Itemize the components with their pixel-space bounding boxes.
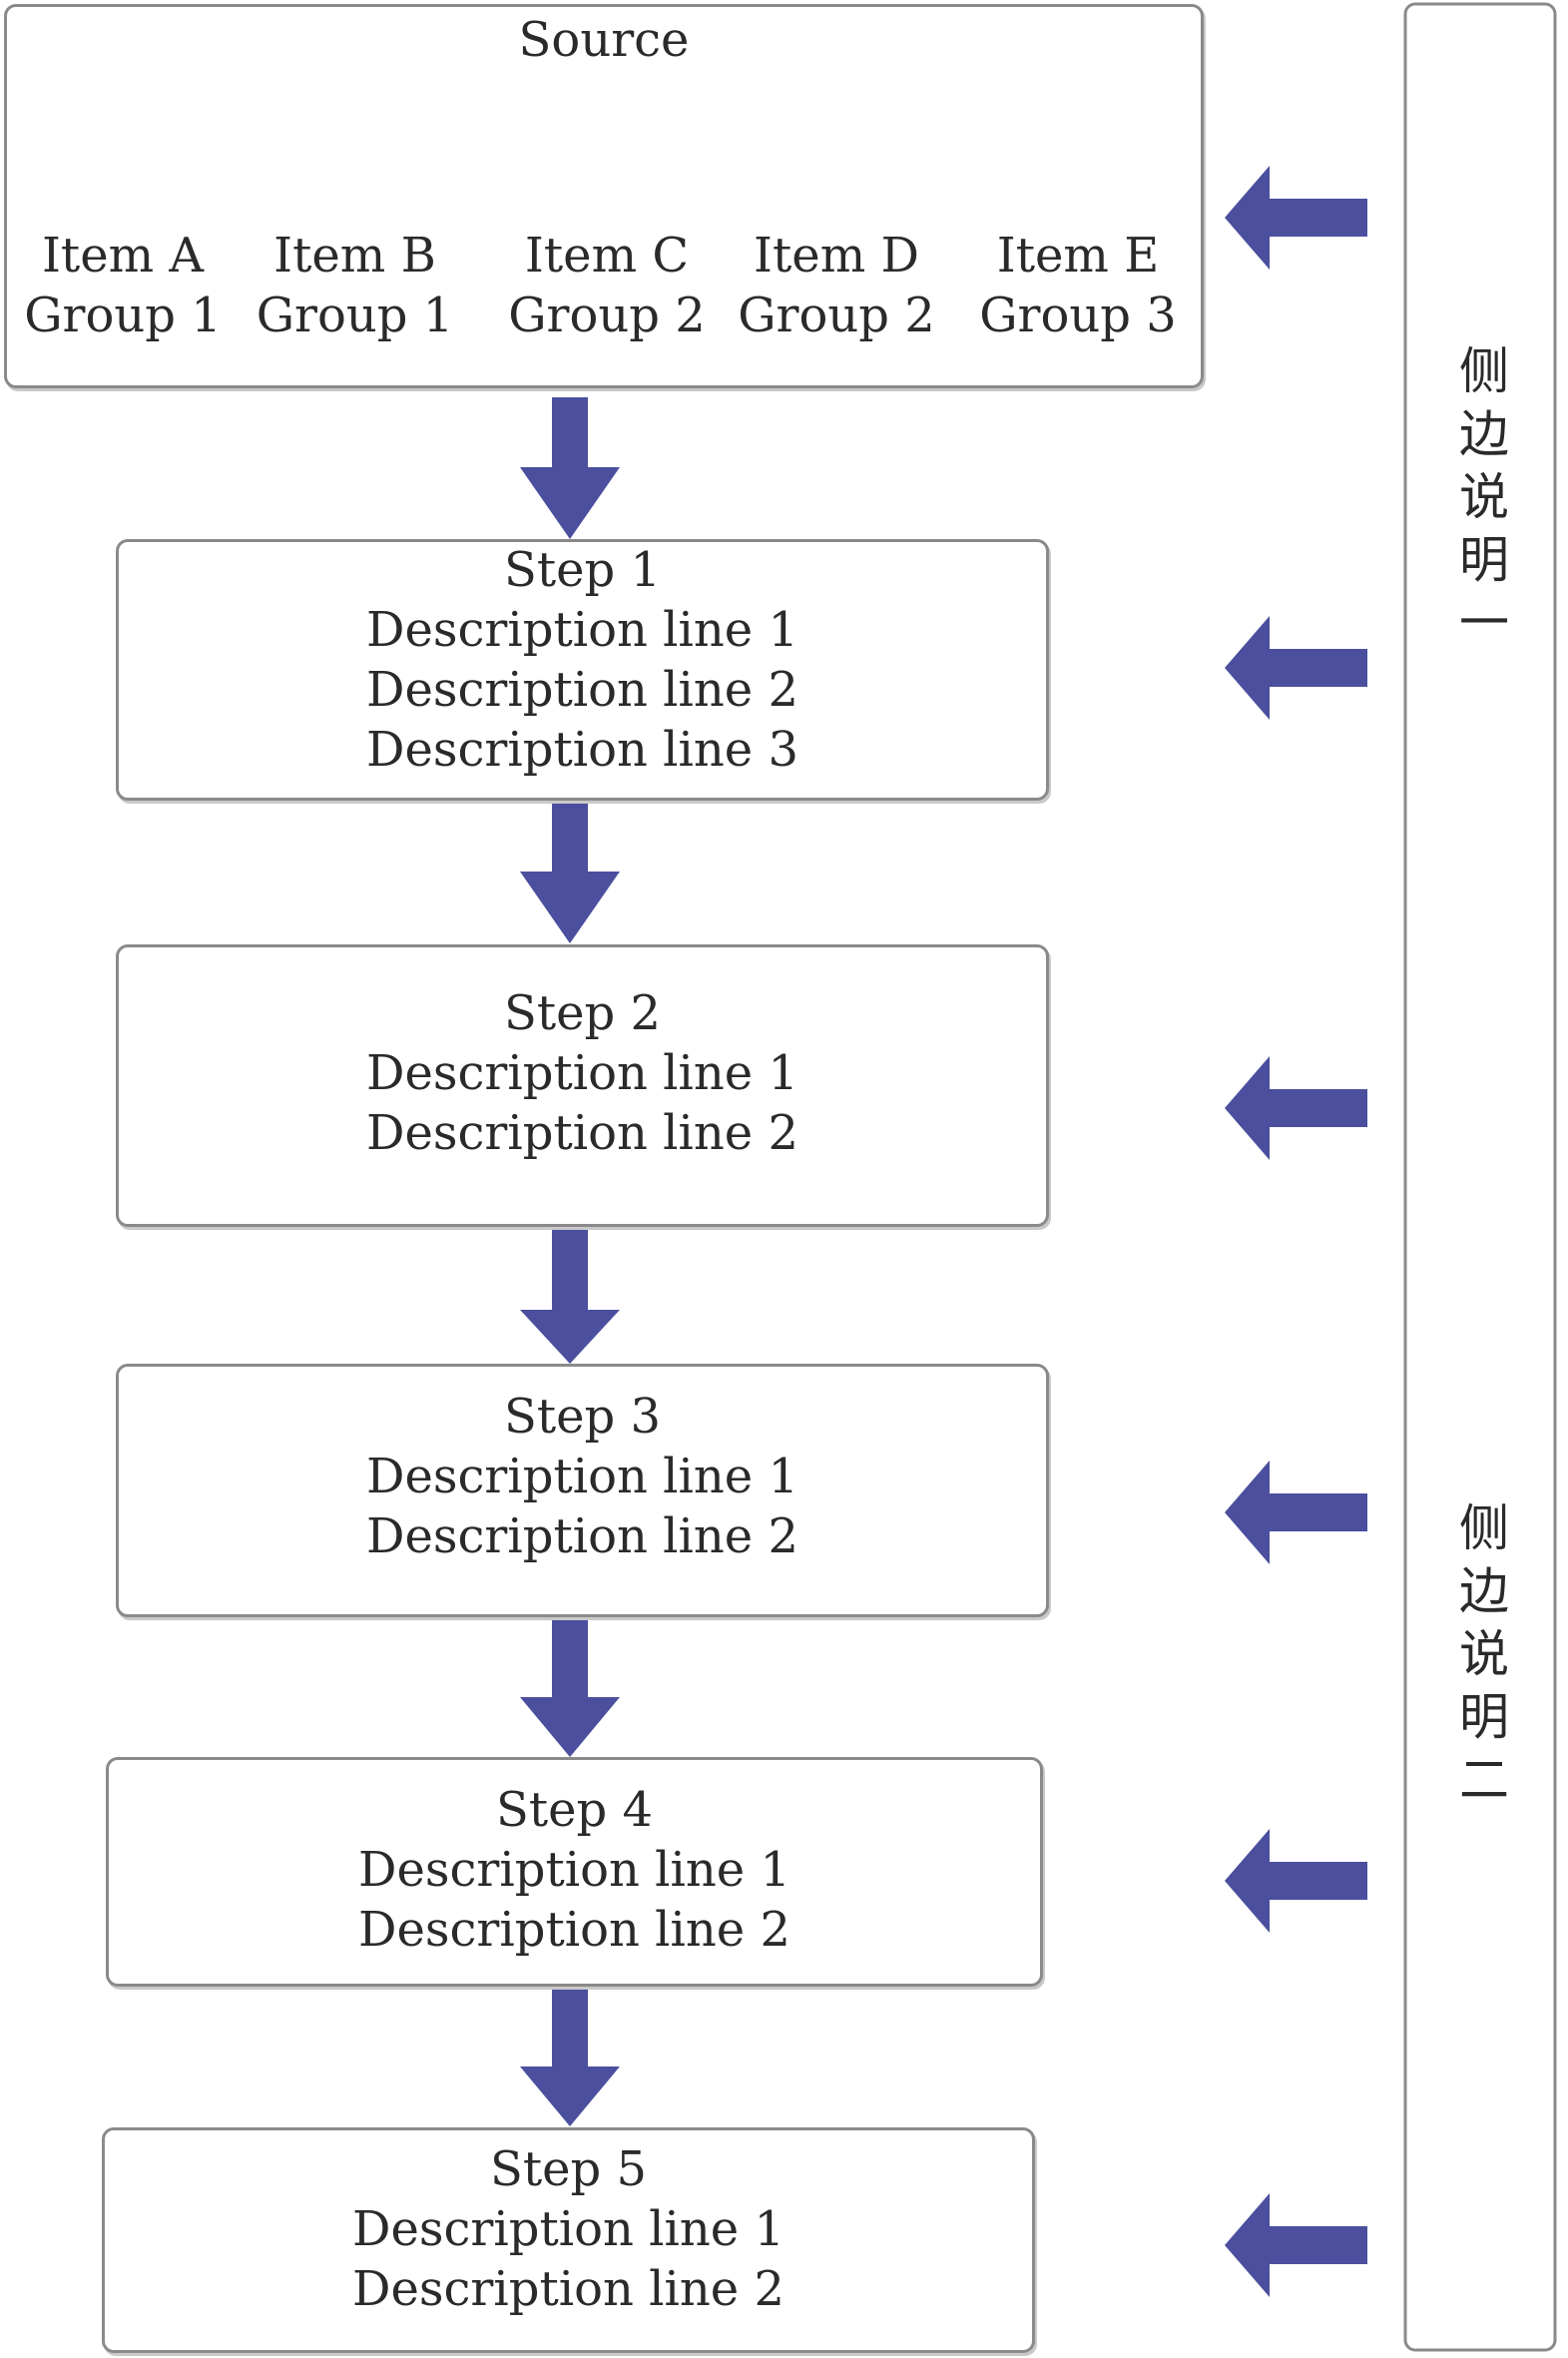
side-panel-border xyxy=(1403,2,1557,2352)
source-item-5-line2: Group 3 xyxy=(979,288,1177,343)
step-2-box xyxy=(116,944,1049,1227)
left-arrow-5 xyxy=(1225,1829,1367,1933)
step-3-box xyxy=(116,1364,1049,1617)
step-4-title: Step 4 xyxy=(495,1782,654,1838)
source-item-2-line2: Group 1 xyxy=(256,288,454,343)
step-5-line-2: Description line 2 xyxy=(352,2261,784,2317)
left-arrow-1 xyxy=(1225,166,1367,270)
side-panel-bottom-text-chars: 侧边说明二 xyxy=(1451,1501,1509,1816)
left-arrow-2 xyxy=(1225,616,1367,720)
step-1-line-1: Description line 1 xyxy=(366,602,798,658)
source-item-2: Item B Group 1 xyxy=(228,226,482,345)
step-5-text: Step 5 Description line 1 Description li… xyxy=(102,2139,1035,2319)
source-item-5-line1: Item E xyxy=(996,228,1160,284)
step-2-line-2: Description line 2 xyxy=(366,1105,798,1161)
left-arrow-3 xyxy=(1225,1056,1367,1160)
step-3-line-2: Description line 2 xyxy=(366,1508,798,1564)
side-panel-top-text: 侧边说明一 xyxy=(1405,344,1555,659)
source-item-4-line1: Item D xyxy=(754,228,919,284)
down-arrow-5 xyxy=(520,1987,620,2126)
down-arrow-4 xyxy=(520,1617,620,1757)
step-1-line-3: Description line 3 xyxy=(366,722,798,778)
down-arrow-3 xyxy=(520,1227,620,1364)
side-panel-top-text-chars: 侧边说明一 xyxy=(1451,344,1509,659)
step-4-text: Step 4 Description line 1 Description li… xyxy=(106,1780,1043,1960)
source-item-5: Item E Group 3 xyxy=(963,226,1193,345)
step-4-line-1: Description line 1 xyxy=(358,1842,790,1898)
source-item-1-line1: Item A xyxy=(41,228,205,284)
step-5-box xyxy=(102,2127,1035,2353)
step-2-text: Step 2 Description line 1 Description li… xyxy=(116,983,1049,1163)
left-arrow-4 xyxy=(1225,1461,1367,1564)
source-item-3-line1: Item C xyxy=(524,228,690,284)
down-arrow-2 xyxy=(520,799,620,943)
step-2-line-1: Description line 1 xyxy=(366,1045,798,1101)
step-2-title: Step 2 xyxy=(503,985,662,1041)
step-1-text: Step 1 Description line 1 Description li… xyxy=(116,540,1049,780)
down-arrow-1 xyxy=(520,397,620,539)
source-item-1-line2: Group 1 xyxy=(24,288,222,343)
data-source-box xyxy=(4,4,1204,388)
source-item-4-line2: Group 2 xyxy=(738,288,935,343)
step-1-box xyxy=(116,539,1049,801)
step-4-line-2: Description line 2 xyxy=(358,1902,790,1958)
step-5-line-1: Description line 1 xyxy=(352,2201,784,2257)
step-3-title: Step 3 xyxy=(503,1389,662,1445)
step-1-line-2: Description line 2 xyxy=(366,662,798,718)
source-item-2-line1: Item B xyxy=(273,228,436,284)
left-arrow-6 xyxy=(1225,2193,1367,2297)
data-source-title: Source xyxy=(4,10,1204,70)
step-1-title: Step 1 xyxy=(503,542,662,598)
data-source-title-text: Source xyxy=(518,12,690,68)
side-panel-bottom-text: 侧边说明二 xyxy=(1405,1501,1555,1816)
source-item-1: Item A Group 1 xyxy=(18,226,228,345)
source-item-3-line2: Group 2 xyxy=(508,288,706,343)
step-3-line-1: Description line 1 xyxy=(366,1449,798,1504)
step-4-box xyxy=(106,1757,1043,1987)
source-item-4: Item D Group 2 xyxy=(732,226,941,345)
step-5-title: Step 5 xyxy=(489,2141,648,2197)
source-item-3: Item C Group 2 xyxy=(482,226,732,345)
step-3-text: Step 3 Description line 1 Description li… xyxy=(116,1387,1049,1566)
